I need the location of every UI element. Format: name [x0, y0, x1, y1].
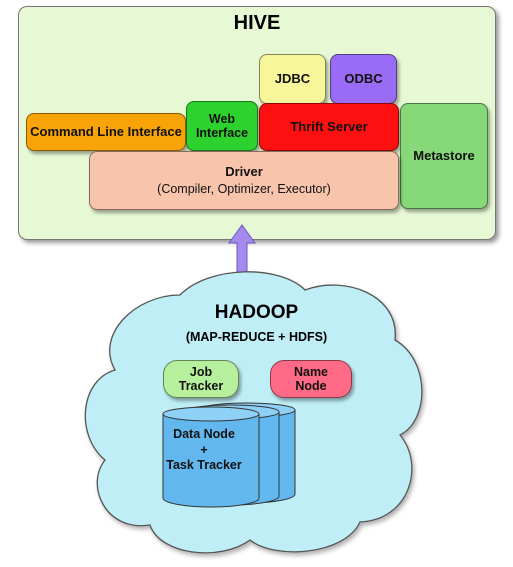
- driver-box: Driver (Compiler, Optimizer, Executor): [89, 151, 399, 210]
- metastore-box: Metastore: [400, 103, 488, 209]
- metastore-label: Metastore: [413, 147, 475, 163]
- web-label-line2: Interface: [195, 126, 249, 140]
- thrift-label: Thrift Server: [290, 118, 368, 134]
- hive-title: HIVE: [233, 12, 281, 34]
- driver-sublabel: (Compiler, Optimizer, Executor): [157, 181, 331, 196]
- data-node-line3: Task Tracker: [166, 458, 242, 473]
- cylinder-front: [162, 406, 260, 508]
- name-node-box: Name Node: [270, 360, 352, 398]
- job-tracker-box: Job Tracker: [163, 360, 239, 398]
- web-interface-box: Web Interface: [186, 101, 258, 151]
- name-node-line1: Name: [293, 364, 329, 379]
- cli-label: Command Line Interface: [30, 123, 182, 139]
- thrift-server-box: Thrift Server: [259, 103, 399, 151]
- jdbc-box: JDBC: [259, 54, 326, 104]
- web-label-line1: Web: [208, 111, 236, 126]
- data-node-cylinders: [162, 402, 296, 508]
- data-node-line2: +: [200, 442, 208, 457]
- data-node-line1: Data Node: [173, 427, 235, 441]
- name-node-line2: Node: [295, 379, 327, 393]
- hadoop-title: HADOOP: [214, 302, 299, 323]
- driver-label: Driver: [225, 163, 263, 179]
- odbc-box: ODBC: [330, 54, 397, 104]
- data-node-label: Data Node + Task Tracker: [162, 427, 246, 474]
- job-tracker-line1: Job: [189, 364, 213, 379]
- hadoop-subtitle: (MAP-REDUCE + HDFS): [185, 330, 328, 344]
- jdbc-label: JDBC: [274, 70, 311, 86]
- command-line-interface-box: Command Line Interface: [26, 113, 186, 151]
- odbc-label: ODBC: [344, 70, 383, 86]
- job-tracker-line2: Tracker: [178, 379, 224, 393]
